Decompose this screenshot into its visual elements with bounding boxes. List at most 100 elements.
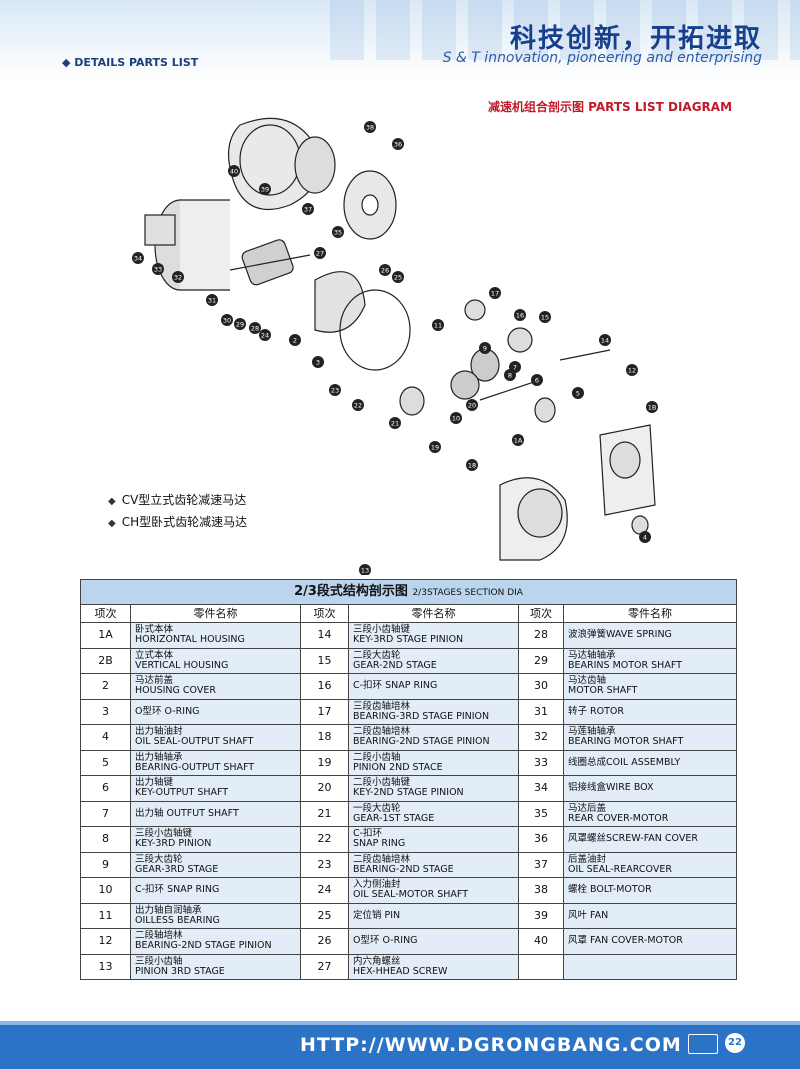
- part-number: 8: [80, 826, 131, 853]
- part-number: 30: [518, 673, 564, 700]
- part-name-en: 出力轴 OUTFUT SHAFT: [135, 807, 239, 819]
- callout-24: 24: [259, 329, 271, 341]
- part-name-en: BEARING-3RD STAGE PINION: [353, 710, 490, 722]
- callout-label: 37: [304, 205, 312, 213]
- part-number: 33: [518, 749, 564, 776]
- callout-label: 35: [334, 228, 342, 236]
- callout-39: 39: [259, 183, 271, 195]
- callout-26: 26: [379, 264, 391, 276]
- part-name-en: GEAR-3RD STAGE: [135, 863, 219, 875]
- part-name-en: PINION 2ND STACE: [353, 761, 443, 773]
- part-name-en: HORIZONTAL HOUSING: [135, 634, 245, 646]
- callout-23: 23: [329, 384, 341, 396]
- part-name: [562, 953, 738, 980]
- part-name-en: VERTICAL HOUSING: [135, 659, 229, 671]
- part-name-en: 螺栓 BOLT-MOTOR: [568, 884, 652, 896]
- part-name-en: MOTOR SHAFT: [568, 685, 638, 697]
- callout-label: 4: [643, 533, 647, 541]
- part-name-cn: 出力轴自润轴承: [135, 904, 202, 916]
- callout-34: 34: [132, 252, 144, 264]
- callout-11: 11: [432, 319, 444, 331]
- part-name-cn: 二段轴培林: [135, 930, 183, 942]
- callout-label: 19: [431, 443, 439, 451]
- callout-label: 16: [516, 311, 524, 319]
- part-name-en: O型环 O-RING: [135, 705, 200, 717]
- part-name-en: GEAR-1ST STAGE: [353, 812, 435, 824]
- part-number: 34: [518, 775, 564, 802]
- callout-17: 17: [489, 287, 501, 299]
- callout-label: 29: [236, 320, 244, 328]
- part-name-cn: 三段齿轴培林: [353, 700, 411, 712]
- part-number: 18: [300, 724, 349, 751]
- part-name-en: C-扣环 SNAP RING: [135, 884, 220, 896]
- callout-label: 25: [394, 273, 402, 281]
- callout-label: 32: [174, 273, 182, 281]
- part-number: 2B: [80, 647, 131, 674]
- col-header-no: 项次: [80, 604, 131, 623]
- diamond-bullet-icon: ◆: [108, 518, 116, 529]
- part-name-cn: 立式本体: [135, 649, 174, 661]
- part-name: 风罩螺丝SCREW-FAN COVER: [562, 826, 738, 853]
- part-name: 风罩 FAN COVER-MOTOR: [562, 928, 738, 955]
- part-number: 36: [518, 826, 564, 853]
- callout-label: 11: [434, 321, 442, 329]
- callout-label: 8: [508, 371, 512, 379]
- part-number: 9: [80, 851, 131, 878]
- part-name-en: OIL SEAL-OUTPUT SHAFT: [135, 736, 254, 748]
- part-number: 17: [300, 698, 349, 725]
- callout-8: 8: [504, 369, 516, 381]
- part-name-cn: 二段齿轴培林: [353, 853, 411, 865]
- part-number: 15: [300, 647, 349, 674]
- part-name-cn: 后盖油封: [568, 853, 607, 865]
- exploded-parts-diagram: 1A1B234567891011121314151617181920212223…: [132, 117, 658, 575]
- part-number: 29: [518, 647, 564, 674]
- section-label: ◆ DETAILS PARTS LIST: [62, 56, 199, 69]
- part-name-en: KEY-2ND STAGE PINION: [353, 787, 464, 799]
- part-number: 12: [80, 928, 131, 955]
- callout-label: 15: [541, 313, 549, 321]
- callout-28: 28: [249, 322, 261, 334]
- part-name-cn: 内六角螺丝: [353, 955, 401, 967]
- part-name-en: 风罩螺丝SCREW-FAN COVER: [568, 833, 698, 845]
- part-name-en: SNAP RING: [353, 838, 406, 850]
- part-name-cn: 出力轴轴承: [135, 751, 183, 763]
- part-number: 5: [80, 749, 131, 776]
- col-header-name: 零件名称: [130, 604, 301, 623]
- part-name-en: PINION 3RD STAGE: [135, 965, 225, 977]
- callout-31: 31: [206, 294, 218, 306]
- part-name: 定位销 PIN: [348, 902, 519, 929]
- callout-6: 6: [531, 374, 543, 386]
- callout-4: 4: [639, 531, 651, 543]
- page-footer: [0, 1025, 800, 1069]
- slogan-english: S & T innovation, pioneering and enterpr…: [442, 50, 762, 66]
- callout-37: 37: [302, 203, 314, 215]
- callout-label: 40: [230, 167, 238, 175]
- part-number: 32: [518, 724, 564, 751]
- part-name-cn: 一段大齿轮: [353, 802, 401, 814]
- part-name: C-扣环 SNAP RING: [348, 673, 519, 700]
- legend-cv-text: CV型立式齿轮减速马达: [121, 493, 247, 507]
- part-number: 14: [300, 622, 349, 649]
- callout-19: 19: [429, 441, 441, 453]
- callout-label: 21: [391, 419, 399, 427]
- part-name-en: OIL SEAL-MOTOR SHAFT: [353, 889, 469, 901]
- slogan-chinese: 科技创新，开拓进取: [509, 24, 762, 54]
- part-name-en: 风叶 FAN: [568, 909, 609, 921]
- part-name: 转子 ROTOR: [562, 698, 738, 725]
- callout-label: 3: [316, 358, 320, 366]
- callout-label: 36: [394, 140, 402, 148]
- website-url[interactable]: HTTP://WWW.DGRONGBANG.COM: [300, 1034, 682, 1056]
- part-name-cn: 卧式本体: [135, 624, 174, 636]
- part-number: 25: [300, 902, 349, 929]
- part-name-cn: 马莲轴轴承: [568, 726, 616, 738]
